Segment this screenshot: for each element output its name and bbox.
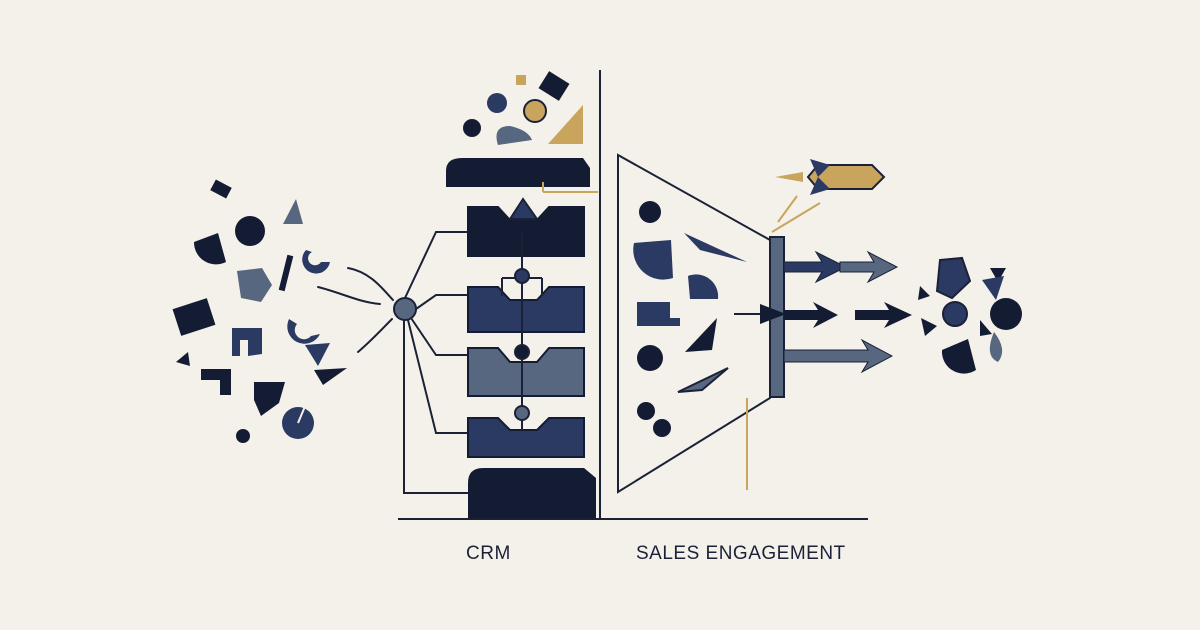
- divider-lines: [398, 70, 868, 520]
- funnel: [617, 153, 785, 494]
- arrow-right-icon: [734, 302, 912, 328]
- gold-connectors: [542, 182, 821, 490]
- output-arrows: [734, 250, 912, 374]
- rocket-icon: [775, 159, 886, 195]
- arrow-right-icon: [783, 338, 894, 374]
- organized-output-shapes: [918, 256, 1022, 374]
- sales-engagement-label: SALES ENGAGEMENT: [636, 543, 846, 564]
- crm-label: CRM: [466, 543, 511, 564]
- scattered-data-shapes: [172, 179, 347, 443]
- incoming-data-shapes: [463, 71, 583, 145]
- crm-distribution-tree: [393, 231, 468, 494]
- data-flow-lines: [317, 267, 394, 353]
- arrow-right-icon: [783, 250, 899, 284]
- crm-filing-stack: [446, 158, 596, 518]
